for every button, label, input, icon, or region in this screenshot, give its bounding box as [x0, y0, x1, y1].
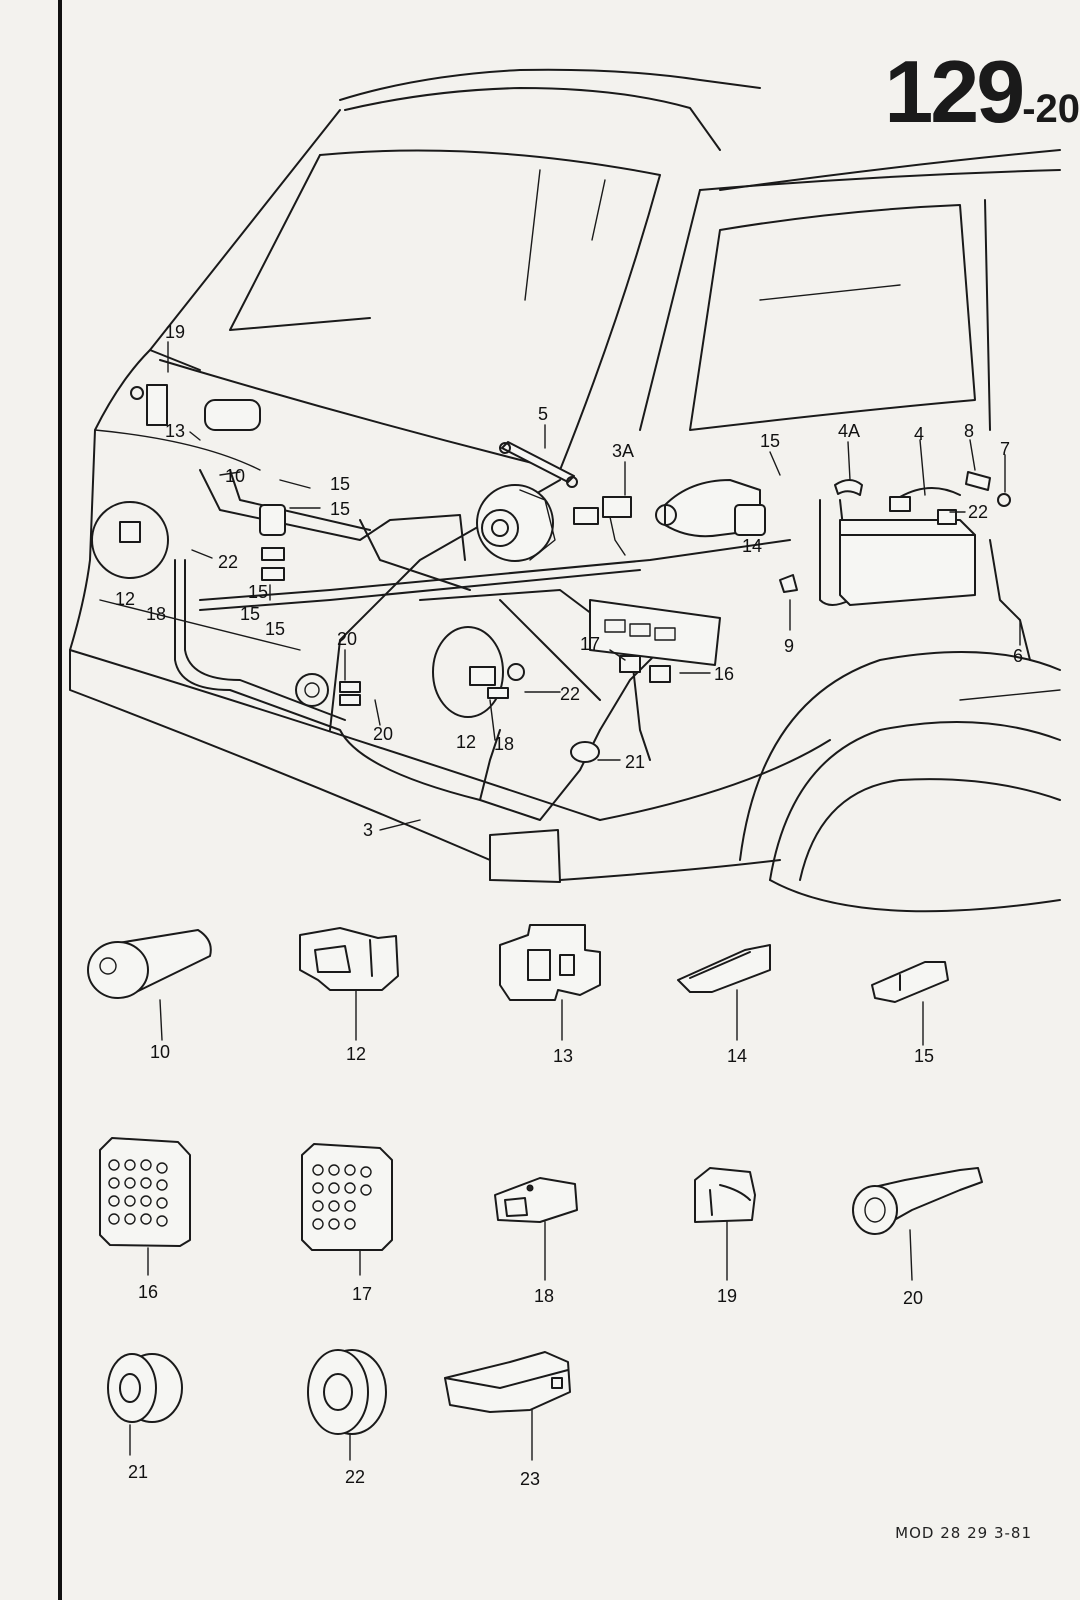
part-14-flat-connector — [677, 944, 771, 1041]
page-number-main: 129 — [884, 42, 1025, 141]
callout-label: 12 — [456, 732, 476, 752]
part-label: 12 — [346, 1044, 366, 1064]
callout-label: 20 — [337, 629, 357, 649]
callout-label: 10 — [225, 466, 245, 486]
callout-label: 18 — [146, 604, 166, 624]
part-label: 21 — [128, 1462, 148, 1482]
part-label: 18 — [534, 1286, 554, 1306]
part-19-connector — [694, 1167, 756, 1281]
callout-label: 15 — [265, 619, 285, 639]
callout-label: 22 — [218, 552, 238, 572]
callout-label: 7 — [1000, 439, 1010, 459]
callout-label: 15 — [330, 474, 350, 494]
part-10-sleeve — [87, 929, 212, 1041]
callout-label: 22 — [560, 684, 580, 704]
callout-label: 15 — [330, 499, 350, 519]
engine-components — [119, 384, 1011, 763]
callout-label: 5 — [538, 404, 548, 424]
part-18-connector — [494, 1177, 578, 1281]
part-label: 16 — [138, 1282, 158, 1302]
page-number: 129-20 — [884, 48, 1080, 136]
callout-label: 12 — [115, 589, 135, 609]
callout-label: 14 — [742, 536, 762, 556]
part-22-grommet — [307, 1349, 387, 1461]
part-label: 23 — [520, 1469, 540, 1489]
callout-labels: 19 13 10 15 15 15 12 22 18 15 5 3A 15 4A… — [115, 322, 1023, 840]
callout-label: 3A — [612, 441, 634, 461]
part-23-flat-connector — [444, 1351, 571, 1461]
callout-label: 15 — [240, 604, 260, 624]
callout-label: 4 — [914, 424, 924, 444]
callout-label: 20 — [373, 724, 393, 744]
part-label: 22 — [345, 1467, 365, 1487]
part-label: 10 — [150, 1042, 170, 1062]
part-16-multi-connector — [99, 1137, 191, 1276]
callout-label: 9 — [784, 636, 794, 656]
part-label: 19 — [717, 1286, 737, 1306]
callout-label: 6 — [1013, 646, 1023, 666]
callout-label: 3 — [363, 820, 373, 840]
vehicle-outline — [69, 68, 1061, 913]
callout-label: 18 — [494, 734, 514, 754]
part-21-grommet — [107, 1353, 183, 1456]
callout-label: 17 — [580, 634, 600, 654]
model-reference: MOD 28 29 3-81 — [895, 1524, 1032, 1542]
part-label: 14 — [727, 1046, 747, 1066]
callout-label: 19 — [165, 322, 185, 342]
callout-label: 13 — [165, 421, 185, 441]
callout-label: 21 — [625, 752, 645, 772]
callout-label: 8 — [964, 421, 974, 441]
page-number-sub: -20 — [1022, 87, 1080, 131]
callout-label: 16 — [714, 664, 734, 684]
page-border-line — [58, 0, 62, 1600]
callout-label: 15 — [760, 431, 780, 451]
part-15-single-connector — [871, 961, 949, 1046]
callout-label: 4A — [838, 421, 860, 441]
part-12-connector — [299, 927, 399, 1041]
part-17-multi-connector — [301, 1143, 393, 1276]
part-label: 13 — [553, 1046, 573, 1066]
part-labels: 10 12 13 14 15 16 17 18 19 20 21 22 23 — [128, 1042, 934, 1489]
callout-label: 15 — [248, 582, 268, 602]
leader-lines — [167, 341, 1021, 831]
part-label: 15 — [914, 1046, 934, 1066]
part-13-relay-base — [499, 924, 601, 1041]
part-label: 20 — [903, 1288, 923, 1308]
callout-label: 22 — [968, 502, 988, 522]
part-label: 17 — [352, 1284, 372, 1304]
part-20-bullet-connector — [852, 1167, 983, 1281]
